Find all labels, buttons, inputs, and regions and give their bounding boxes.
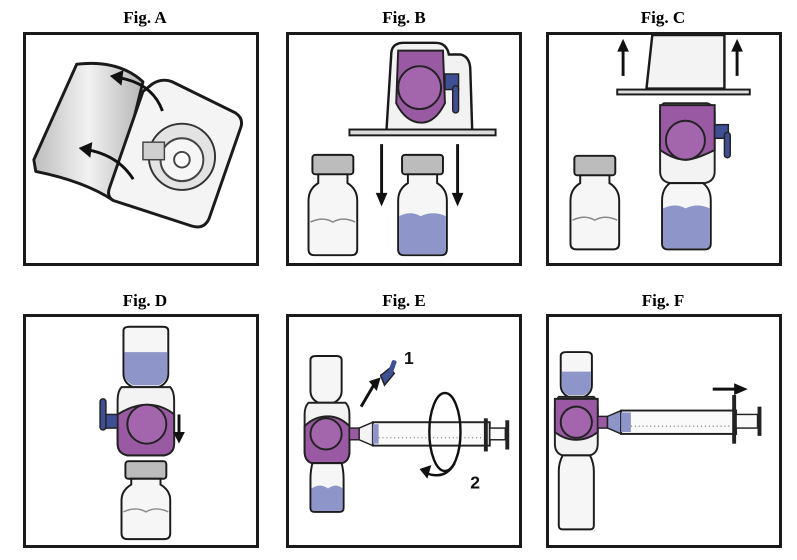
fig-c-illustration — [569, 35, 751, 251]
powder-vial — [120, 460, 172, 541]
transfer-device — [99, 386, 176, 457]
fig-c-title: Fig. C — [640, 8, 686, 27]
powder-vial — [397, 153, 448, 257]
fig-f-panel — [546, 314, 782, 548]
arrow-head-icon — [109, 70, 124, 86]
outer-package — [616, 35, 751, 96]
step-label-2: 2 — [470, 472, 480, 492]
down-arrow-icon — [173, 414, 185, 444]
up-arrow-icon — [621, 48, 739, 76]
diluent-vial — [307, 153, 359, 257]
arrow-head-icon — [731, 38, 743, 52]
fig-c-panel — [546, 32, 782, 266]
fig-a-illustration — [32, 61, 244, 229]
fig-b-title: Fig. B — [382, 8, 426, 27]
upper-vial — [309, 355, 343, 404]
arrow-head-icon — [451, 192, 464, 207]
lower-vial — [557, 454, 595, 531]
step-label-1: 1 — [404, 348, 414, 368]
up-arrow-icon — [359, 377, 381, 408]
rotate-arrow-icon — [419, 391, 462, 479]
fig-f-illustration — [553, 351, 762, 531]
right-arrow-icon — [712, 383, 748, 395]
powder-vial-attached — [661, 182, 712, 251]
fig-a-title: Fig. A — [123, 8, 167, 27]
lower-vial — [309, 462, 345, 513]
inverted-diluent-vial — [122, 325, 170, 389]
arrow-head-icon — [78, 142, 93, 158]
down-arrow-icon — [380, 144, 460, 196]
blister-tray — [107, 78, 244, 229]
fig-f-title: Fig. F — [641, 291, 685, 310]
fig-e-illustration: 1 2 — [303, 348, 510, 513]
fig-e-panel: 1 2 — [286, 314, 522, 548]
fig-a-panel — [23, 32, 259, 266]
fig-b-illustration — [307, 41, 497, 257]
arrow-head-icon — [617, 38, 629, 52]
transfer-device — [659, 102, 731, 185]
fig-d-title: Fig. D — [122, 291, 168, 310]
transfer-device — [395, 49, 460, 124]
syringe — [606, 394, 762, 444]
fig-e-title: Fig. E — [382, 291, 426, 310]
transfer-device — [553, 395, 609, 457]
diluent-vial — [569, 154, 621, 251]
fig-d-panel — [23, 314, 259, 548]
peel-arrow-icon — [88, 76, 164, 180]
transfer-device — [303, 401, 360, 465]
upper-vial — [559, 351, 593, 398]
cap-removed-icon — [379, 360, 397, 387]
fig-b-panel — [286, 32, 522, 266]
fig-d-illustration — [99, 325, 185, 541]
syringe — [358, 418, 510, 452]
arrow-head-icon — [375, 192, 388, 207]
